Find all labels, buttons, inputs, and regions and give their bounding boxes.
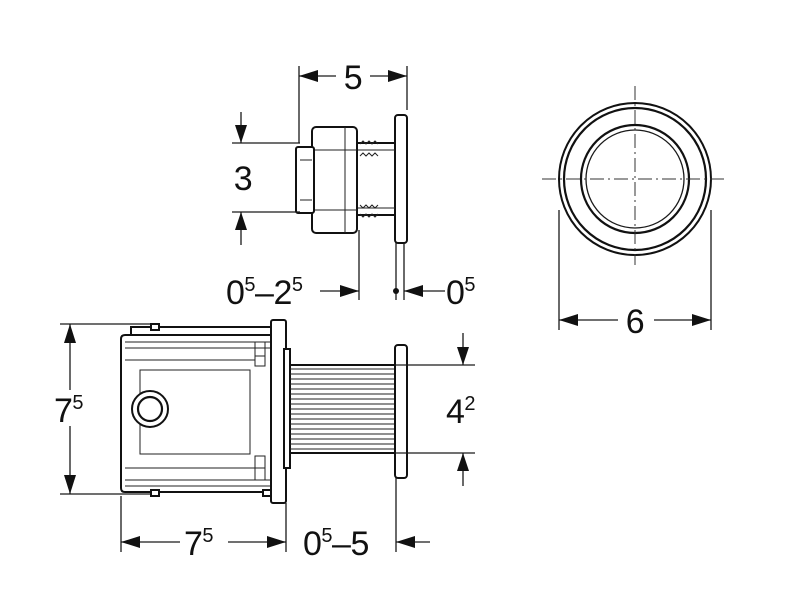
dimension-label-box-height: 75 xyxy=(54,392,83,430)
dimension-dot xyxy=(393,288,399,294)
thread-marks-bottom xyxy=(359,204,379,218)
end-cap xyxy=(295,146,315,214)
dimension-label-plate-thickness: 05 xyxy=(446,274,475,312)
housing-port-inner xyxy=(136,395,164,423)
sleeve-corrugations xyxy=(290,368,395,450)
dimension-label-box-depth: 75 xyxy=(184,525,213,563)
dimension-label-sleeve-diameter: 42 xyxy=(446,393,475,431)
housing-ribs xyxy=(125,341,266,481)
nut-body xyxy=(311,126,358,234)
assembly-side-view: 75 42 75 05–5 xyxy=(50,319,476,563)
dimension-label-diameter: 6 xyxy=(626,303,644,341)
dimension-label-extension-range: 05–5 xyxy=(303,525,369,563)
sleeve-end-plate xyxy=(394,344,408,479)
front-plate xyxy=(394,114,408,244)
concealed-housing xyxy=(120,334,272,493)
threaded-shaft xyxy=(354,142,396,216)
dimension-label-width: 5 xyxy=(344,59,362,97)
dimension-label-height: 3 xyxy=(234,160,252,198)
dimension-label-offset-range: 05–25 xyxy=(226,274,303,312)
thread-marks-top xyxy=(359,140,379,157)
front-view-button: 6 xyxy=(542,86,728,341)
side-view-button: 5 3 05–25 05 xyxy=(226,58,476,312)
